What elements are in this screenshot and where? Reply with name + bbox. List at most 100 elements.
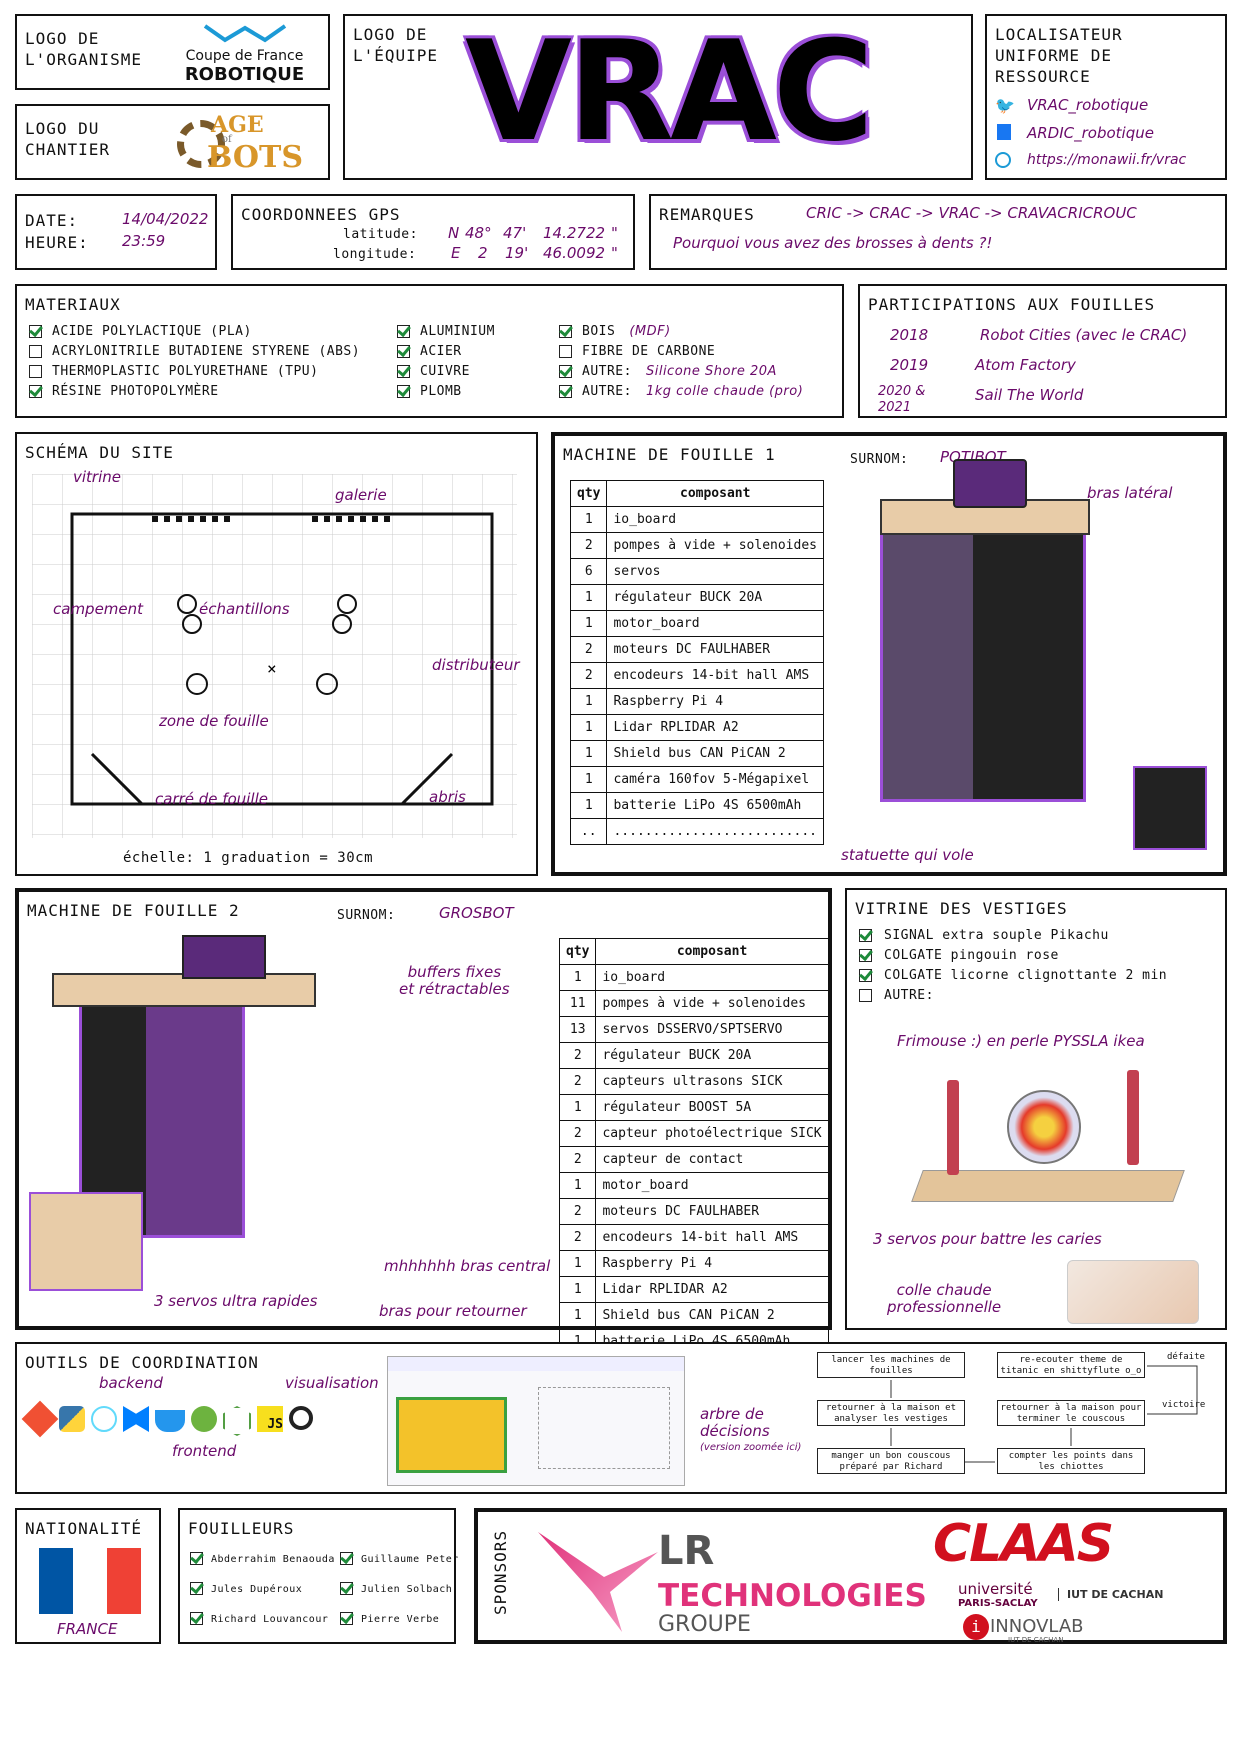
grosbot-small-render [29, 1192, 143, 1291]
material-item[interactable]: CUIVRE [397, 364, 495, 384]
cdfr-wings-icon [203, 24, 286, 43]
digger-item[interactable]: Guillaume Peter [340, 1552, 459, 1565]
vitrine-item[interactable]: SIGNAL extra souple Pikachu [859, 928, 1167, 948]
site-schema-box: SCHÉMA DU SITE × vitrine galerie campeme… [15, 432, 538, 876]
m2-col-qty: qty [558, 938, 597, 965]
digger-name: Jules Dupéroux [211, 1583, 303, 1595]
component-cell: servos [606, 558, 824, 585]
material-label: CUIVRE [420, 364, 470, 379]
component-cell: capteurs ultrasons SICK [595, 1068, 829, 1095]
lr-dragonfly-icon [538, 1532, 658, 1632]
material-item[interactable]: AUTRE:Silicone Shore 20A [559, 364, 803, 384]
material-item[interactable]: PLOMB [397, 384, 495, 404]
vitrine-item[interactable]: COLGATE pingouin rose [859, 948, 1167, 968]
france-flag [39, 1548, 141, 1614]
site-scale: échelle: 1 graduation = 30cm [123, 850, 374, 866]
qty-cell: 2 [569, 662, 608, 689]
link-facebook[interactable]: ARDIC_robotique [1027, 124, 1154, 142]
material-checkbox[interactable] [29, 325, 42, 338]
link-website[interactable]: https://monawii.fr/vrac [1027, 152, 1187, 168]
tools-label-frontend: frontend [172, 1442, 237, 1460]
material-item[interactable]: ACIER [397, 344, 495, 364]
digger-checkbox[interactable] [190, 1582, 203, 1595]
material-checkbox[interactable] [29, 385, 42, 398]
vitrine-checkbox[interactable] [859, 989, 872, 1002]
digger-item[interactable]: Richard Louvancour [190, 1612, 328, 1625]
material-checkbox[interactable] [397, 345, 410, 358]
materials-title: MATERIAUX [25, 295, 121, 314]
digger-checkbox[interactable] [340, 1612, 353, 1625]
qty-cell: 1 [569, 740, 608, 767]
visualisation-screenshot [387, 1356, 685, 1486]
vitrine-item[interactable]: COLGATE licorne clignottante 2 min [859, 968, 1167, 988]
digger-checkbox[interactable] [190, 1612, 203, 1625]
material-checkbox[interactable] [559, 365, 572, 378]
material-item[interactable]: RÉSINE PHOTOPOLYMÈRE [29, 384, 360, 404]
table-row: ............................ [569, 818, 824, 845]
javascript-icon: JS [257, 1406, 283, 1432]
component-cell: Lidar RPLIDAR A2 [595, 1276, 829, 1303]
material-checkbox[interactable] [559, 385, 572, 398]
material-checkbox[interactable] [29, 365, 42, 378]
material-item[interactable]: THERMOPLASTIC POLYURETHANE (TPU) [29, 364, 360, 384]
digger-item[interactable]: Julien Solbach [340, 1582, 452, 1595]
vitrine-checkbox[interactable] [859, 929, 872, 942]
digger-checkbox[interactable] [340, 1582, 353, 1595]
date-value: 14/04/2022 [122, 210, 209, 228]
participations-box: PARTICIPATIONS AUX FOUILLES 2018 Robot C… [858, 284, 1227, 418]
material-label: BOIS [582, 324, 616, 339]
material-checkbox[interactable] [397, 365, 410, 378]
vitrine-checkbox[interactable] [859, 949, 872, 962]
potibot-render [880, 459, 1090, 802]
material-checkbox[interactable] [29, 345, 42, 358]
material-item[interactable]: ALUMINIUM [397, 324, 495, 344]
component-cell: .......................... [606, 818, 824, 845]
digger-item[interactable]: Abderrahim Benaouda [190, 1552, 335, 1565]
site-title: SCHÉMA DU SITE [25, 443, 174, 462]
material-label: FIBRE DE CARBONE [582, 344, 716, 359]
vitrine-box: VITRINE DES VESTIGES SIGNAL extra souple… [845, 888, 1227, 1330]
m2-annot-servos: 3 servos ultra rapides [154, 1292, 318, 1310]
lat-label: latitude: [343, 227, 418, 242]
qty-cell: 2 [558, 1198, 597, 1225]
material-item[interactable]: AUTRE:1kg colle chaude (pro) [559, 384, 803, 404]
component-cell: capteur de contact [595, 1146, 829, 1173]
tree-node-6: compter les points dans les chiottes [997, 1448, 1145, 1474]
digger-item[interactable]: Pierre Verbe [340, 1612, 439, 1625]
site-logo-label: LOGO DU CHANTIER [25, 119, 111, 159]
material-item[interactable]: FIBRE DE CARBONE [559, 344, 803, 364]
url-box: LOCALISATEUR UNIFORME DE RESSOURCE 🐦 VRA… [985, 14, 1227, 180]
mui-icon [123, 1406, 149, 1432]
component-cell: Shield bus CAN PiCAN 2 [606, 740, 824, 767]
material-checkbox[interactable] [559, 325, 572, 338]
qty-cell: 1 [569, 584, 608, 611]
material-item[interactable]: BOIS(MDF) [559, 324, 803, 344]
material-item[interactable]: ACIDE POLYLACTIQUE (PLA) [29, 324, 360, 344]
material-note: Silicone Shore 20A [645, 364, 777, 379]
qty-cell: 13 [558, 1016, 597, 1043]
aob-text-3: BOTS [207, 140, 304, 175]
link-twitter[interactable]: VRAC_robotique [1027, 96, 1149, 114]
machine2-nick-label: SURNOM: [337, 908, 396, 923]
site-label-galerie: galerie [335, 486, 387, 504]
material-checkbox[interactable] [397, 325, 410, 338]
sponsors-box: SPONSORS LR TECHNOLOGIES GROUPE CLAAS un… [474, 1508, 1227, 1644]
digger-checkbox[interactable] [340, 1552, 353, 1565]
vitrine-checkbox[interactable] [859, 969, 872, 982]
lr-logo-3: GROUPE [658, 1612, 751, 1637]
digger-item[interactable]: Jules Dupéroux [190, 1582, 302, 1595]
vitrine-item[interactable]: AUTRE: [859, 988, 1167, 1008]
machine2-title: MACHINE DE FOUILLE 2 [27, 901, 240, 920]
digger-checkbox[interactable] [190, 1552, 203, 1565]
material-item[interactable]: ACRYLONITRILE BUTADIENE STYRENE (ABS) [29, 344, 360, 364]
material-checkbox[interactable] [397, 385, 410, 398]
material-checkbox[interactable] [559, 345, 572, 358]
tree-edge-defeat: défaite [1167, 1352, 1205, 1362]
